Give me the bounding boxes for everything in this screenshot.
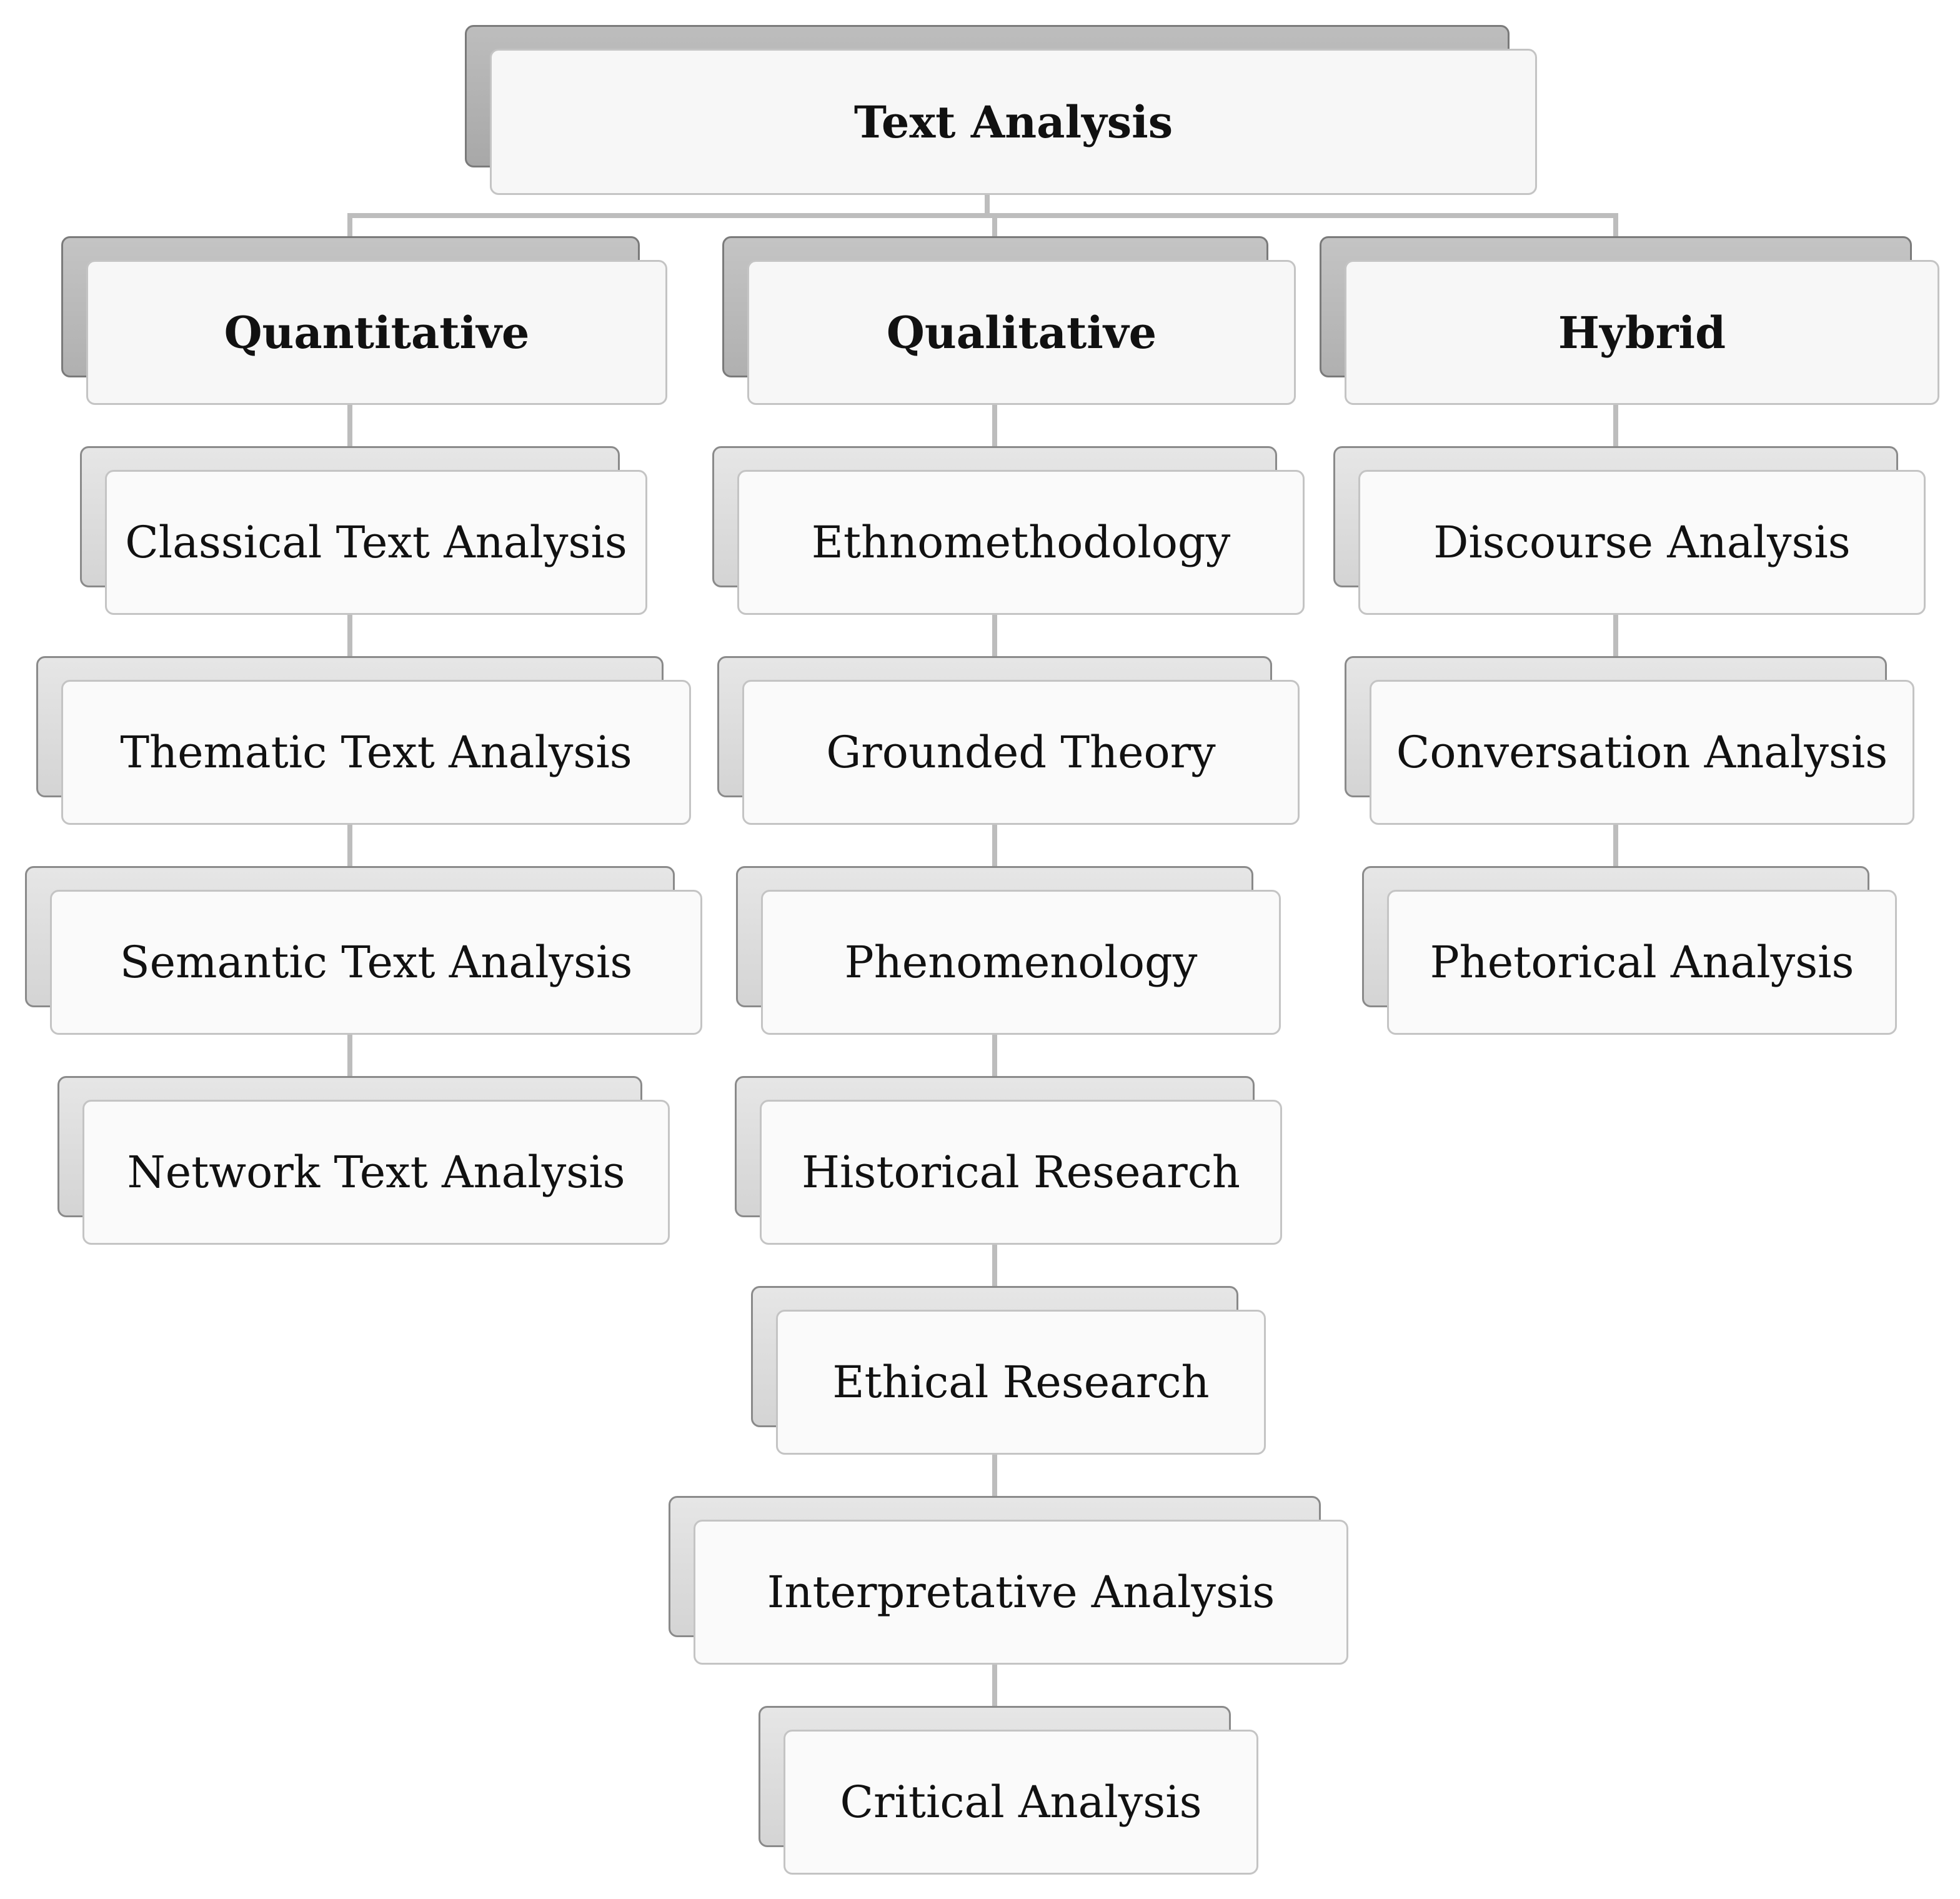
- qualitative-drop: [992, 213, 997, 251]
- method-node-box: Historical Research: [760, 1100, 1282, 1245]
- method-label: Discourse Analysis: [1433, 517, 1851, 568]
- method-label: Ethnomethodology: [811, 517, 1231, 568]
- category-qualitative-box: Qualitative: [747, 260, 1296, 405]
- category-qualitative-label: Qualitative: [886, 306, 1157, 359]
- method-node-box: Conversation Analysis: [1370, 680, 1914, 825]
- category-hybrid: Hybrid: [1320, 236, 1939, 405]
- method-node: Phetorical Analysis: [1362, 866, 1897, 1035]
- method-node: Semantic Text Analysis: [25, 866, 702, 1035]
- method-node-box: Classical Text Analysis: [105, 470, 647, 615]
- method-node: Grounded Theory: [717, 656, 1300, 825]
- hybrid-spine: [1613, 375, 1618, 887]
- root-stem: [985, 191, 990, 218]
- method-label: Network Text Analysis: [127, 1147, 625, 1198]
- method-node: Thematic Text Analysis: [36, 656, 691, 825]
- method-label: Historical Research: [801, 1147, 1241, 1198]
- method-label: Classical Text Analysis: [125, 517, 627, 568]
- method-node-box: Grounded Theory: [742, 680, 1300, 825]
- category-quantitative-box: Quantitative: [86, 260, 667, 405]
- root-node-label: Text Analysis: [853, 96, 1173, 148]
- method-label: Thematic Text Analysis: [120, 727, 632, 778]
- method-node-box: Interpretative Analysis: [694, 1520, 1348, 1665]
- category-qualitative: Qualitative: [722, 236, 1296, 405]
- method-node-box: Discourse Analysis: [1358, 470, 1926, 615]
- method-label: Ethical Research: [832, 1357, 1210, 1408]
- method-node: Phenomenology: [736, 866, 1281, 1035]
- hybrid-drop: [1613, 213, 1618, 251]
- method-node: Critical Analysis: [759, 1706, 1258, 1875]
- quantitative-drop: [347, 213, 352, 251]
- category-quantitative: Quantitative: [61, 236, 667, 405]
- method-node-box: Critical Analysis: [784, 1730, 1258, 1875]
- root-node-box: Text Analysis: [490, 49, 1537, 195]
- method-node: Classical Text Analysis: [80, 446, 647, 615]
- category-bus: [347, 213, 1618, 218]
- method-node-box: Phetorical Analysis: [1387, 890, 1897, 1035]
- method-node: Discourse Analysis: [1333, 446, 1926, 615]
- method-label: Critical Analysis: [840, 1777, 1202, 1828]
- method-node: Ethnomethodology: [712, 446, 1305, 615]
- method-node: Interpretative Analysis: [669, 1496, 1348, 1665]
- method-node-box: Network Text Analysis: [82, 1100, 670, 1245]
- method-node-box: Semantic Text Analysis: [50, 890, 702, 1035]
- method-node: Historical Research: [735, 1076, 1282, 1245]
- method-node-box: Ethnomethodology: [737, 470, 1305, 615]
- category-hybrid-box: Hybrid: [1345, 260, 1939, 405]
- root-node: Text Analysis: [465, 25, 1537, 195]
- method-node: Conversation Analysis: [1345, 656, 1914, 825]
- method-node-box: Ethical Research: [776, 1310, 1266, 1455]
- method-node-box: Thematic Text Analysis: [61, 680, 691, 825]
- category-hybrid-label: Hybrid: [1558, 306, 1726, 359]
- method-label: Phenomenology: [844, 937, 1198, 988]
- method-node: Network Text Analysis: [57, 1076, 670, 1245]
- method-node: Ethical Research: [751, 1286, 1266, 1455]
- qualitative-spine: [992, 375, 997, 1737]
- method-label: Interpretative Analysis: [767, 1567, 1275, 1618]
- method-node-box: Phenomenology: [761, 890, 1281, 1035]
- method-label: Conversation Analysis: [1396, 727, 1888, 778]
- category-quantitative-label: Quantitative: [224, 306, 530, 359]
- method-label: Phetorical Analysis: [1430, 937, 1854, 988]
- method-label: Semantic Text Analysis: [119, 937, 633, 988]
- method-label: Grounded Theory: [826, 727, 1216, 778]
